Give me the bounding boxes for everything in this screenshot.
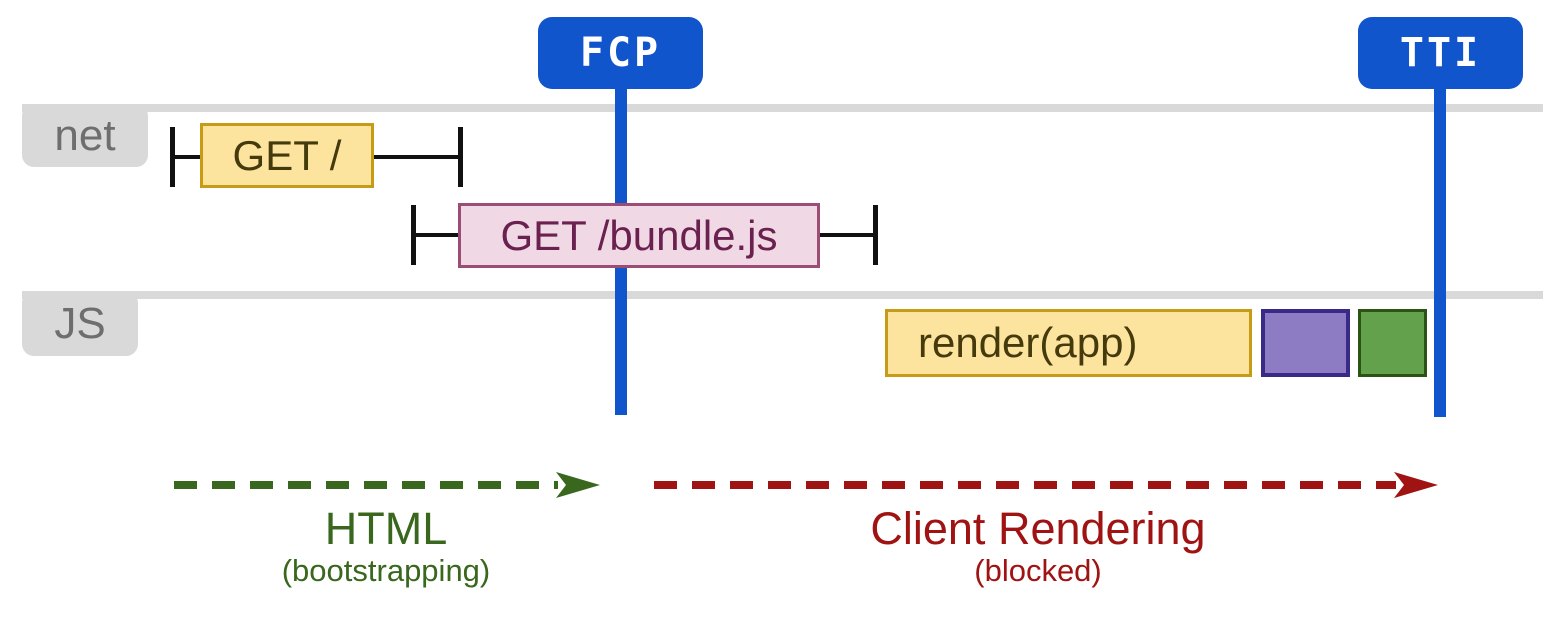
js-lane-line xyxy=(22,291,1543,299)
get-root-left-connector xyxy=(175,155,200,159)
fcp-badge-label: FCP xyxy=(579,30,662,76)
client-rendering-phase-arrowhead-icon xyxy=(1394,472,1438,498)
html-phase-arrowhead-icon xyxy=(556,472,600,498)
render-app-bar-label: render(app) xyxy=(918,319,1138,366)
get-root-bar-label: GET / xyxy=(232,131,342,179)
client-rendering-phase-arrow xyxy=(654,472,1438,498)
html-phase-arrow xyxy=(174,472,600,498)
get-bundle-bar: GET /bundle.js xyxy=(458,203,820,268)
get-bundle-left-connector xyxy=(416,233,458,237)
get-bundle-right-connector xyxy=(820,233,873,237)
net-lane-label-text: net xyxy=(54,110,116,160)
get-bundle-bar-label: GET /bundle.js xyxy=(500,211,778,259)
get-root-end-whisker xyxy=(458,127,463,187)
tti-badge: TTI xyxy=(1358,17,1523,89)
html-phase-sublabel: (bootstrapping) xyxy=(281,553,491,588)
client-rendering-phase-sublabel: (blocked) xyxy=(974,553,1102,588)
tti-badge-label: TTI xyxy=(1399,30,1482,76)
purple-task-bar xyxy=(1261,309,1350,377)
get-root-start-whisker xyxy=(170,127,175,187)
green-task-bar xyxy=(1358,309,1427,377)
net-lane-label: net xyxy=(22,104,148,167)
render-app-bar: render(app) xyxy=(885,309,1252,377)
get-bundle-start-whisker xyxy=(411,205,416,265)
html-phase-label: HTML xyxy=(324,503,448,554)
net-lane-line xyxy=(22,104,1543,112)
fcp-badge: FCP xyxy=(538,17,703,89)
tti-marker-line xyxy=(1434,89,1446,417)
js-lane-label: JS xyxy=(22,291,138,356)
get-bundle-end-whisker xyxy=(873,205,878,265)
js-lane-label-text: JS xyxy=(54,298,106,348)
client-rendering-phase-label: Client Rendering xyxy=(870,503,1206,554)
get-root-bar: GET / xyxy=(200,123,374,188)
get-root-right-connector xyxy=(374,155,458,159)
